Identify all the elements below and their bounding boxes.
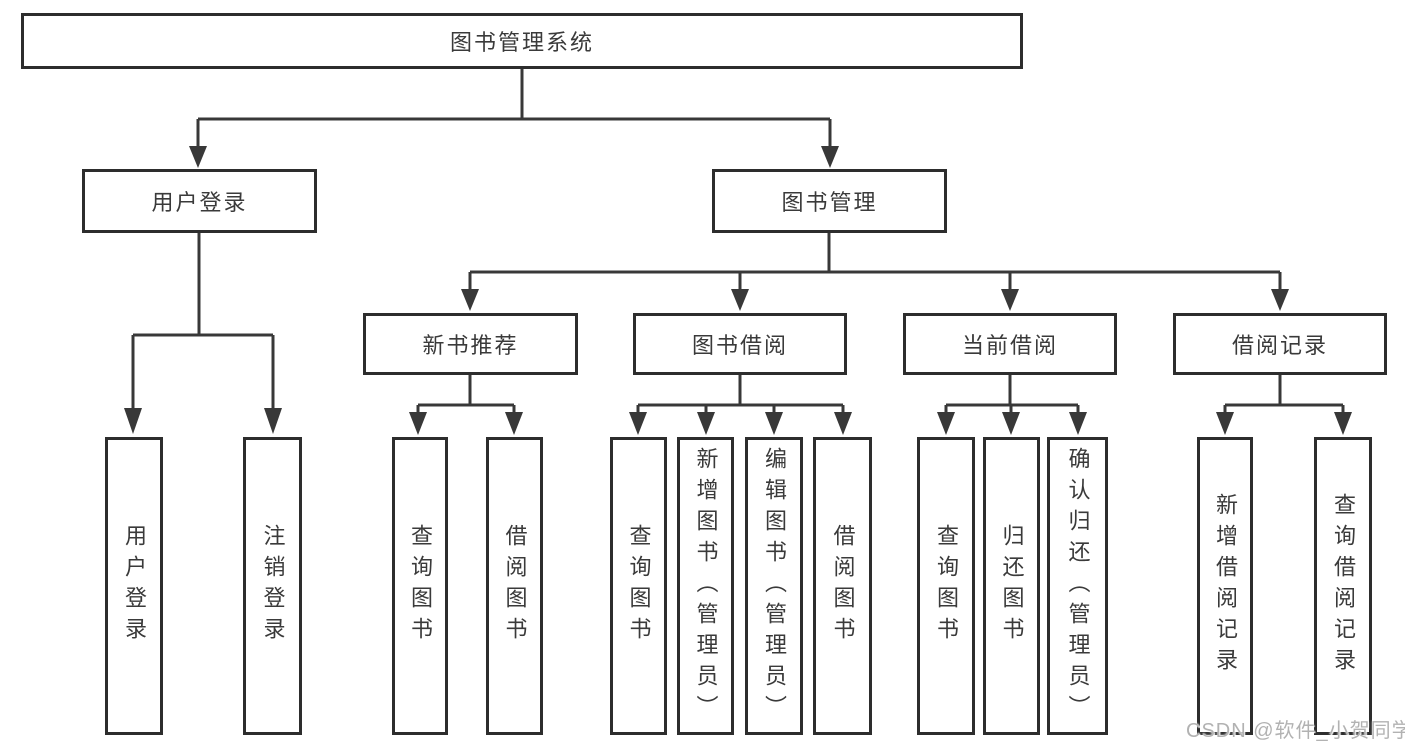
- leaf-user-login-label: 用户登录: [122, 524, 147, 648]
- node-book-borrowing: 图书借阅: [633, 313, 847, 375]
- connector-current-borrow-children: [937, 375, 1087, 435]
- leaf-bb-add-books-admin-label: 新增图书（管理员）: [693, 446, 719, 726]
- connector-root-to-level2: [189, 69, 839, 168]
- connector-user-login-children: [124, 233, 282, 434]
- node-borrowing-records: 借阅记录: [1173, 313, 1387, 375]
- leaf-nbr-borrow-books: 借阅图书: [486, 437, 543, 735]
- leaf-bb-borrow-books: 借阅图书: [813, 437, 872, 735]
- leaf-cb-query-books-label: 查询图书: [934, 524, 959, 648]
- leaf-bb-add-books-admin: 新增图书（管理员）: [677, 437, 734, 735]
- node-current-borrowing: 当前借阅: [903, 313, 1117, 375]
- leaf-nbr-query-books-label: 查询图书: [408, 524, 433, 648]
- leaf-br-query-record: 查询借阅记录: [1314, 437, 1372, 735]
- leaf-cb-return-books: 归还图书: [983, 437, 1040, 735]
- leaf-bb-edit-books-admin: 编辑图书（管理员）: [745, 437, 803, 735]
- leaf-br-query-record-label: 查询借阅记录: [1331, 493, 1356, 679]
- leaf-nbr-borrow-books-label: 借阅图书: [502, 524, 528, 648]
- leaf-logout-label: 注销登录: [260, 524, 286, 648]
- leaf-bb-edit-books-admin-label: 编辑图书（管理员）: [762, 446, 787, 726]
- leaf-bb-query-books: 查询图书: [610, 437, 667, 735]
- leaf-br-add-record-label: 新增借阅记录: [1213, 493, 1238, 679]
- node-root-library-system: 图书管理系统: [21, 13, 1023, 69]
- leaf-bb-borrow-books-label: 借阅图书: [830, 524, 856, 648]
- connector-book-mgmt-to-level3: [461, 233, 1289, 311]
- leaf-cb-query-books: 查询图书: [917, 437, 975, 735]
- connector-new-book-rec-children: [409, 375, 523, 435]
- leaf-br-add-record: 新增借阅记录: [1197, 437, 1253, 735]
- connector-borrow-records-children: [1216, 375, 1352, 435]
- connector-book-borrow-children: [629, 375, 852, 435]
- node-user-login: 用户登录: [82, 169, 317, 233]
- leaf-logout: 注销登录: [243, 437, 302, 735]
- leaf-cb-confirm-return-admin: 确认归还（管理员）: [1047, 437, 1108, 735]
- leaf-bb-query-books-label: 查询图书: [626, 524, 652, 648]
- csdn-watermark: CSDN @软件_小贺同学: [1186, 720, 1405, 742]
- leaf-cb-return-books-label: 归还图书: [999, 524, 1025, 648]
- node-new-book-recommendation: 新书推荐: [363, 313, 578, 375]
- leaf-user-login: 用户登录: [105, 437, 163, 735]
- node-book-management: 图书管理: [712, 169, 947, 233]
- leaf-cb-confirm-return-admin-label: 确认归还（管理员）: [1065, 446, 1091, 726]
- leaf-nbr-query-books: 查询图书: [392, 437, 448, 735]
